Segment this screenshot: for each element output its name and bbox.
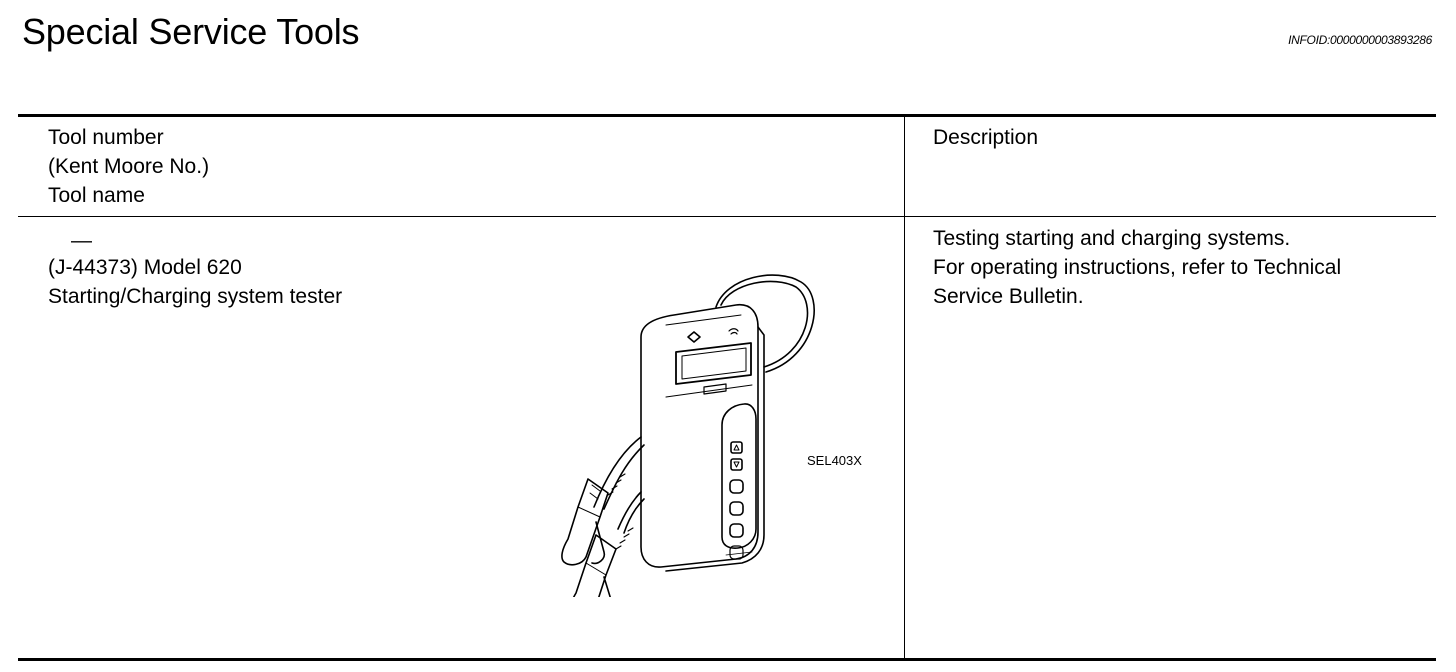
row-divider xyxy=(18,216,1436,217)
tool-number: — xyxy=(71,229,92,252)
description-line-1: Testing starting and charging systems. xyxy=(933,227,1291,250)
header-tool-name: Tool name xyxy=(48,184,145,207)
table-row-tool-cell: — (J-44373) Model 620 Starting/Charging … xyxy=(48,224,342,311)
battery-tester-illustration-icon xyxy=(561,274,815,597)
description-line-3: Service Bulletin. xyxy=(933,285,1084,308)
special-service-tools-table: Tool number (Kent Moore No.) Tool name D… xyxy=(18,114,1436,661)
header-tool-number: Tool number xyxy=(48,126,164,149)
description-line-2: For operating instructions, refer to Tec… xyxy=(933,256,1342,279)
header-description: Description xyxy=(933,126,1039,149)
header-description-column: Description xyxy=(933,123,1038,152)
table-row-description-cell: Testing starting and charging systems. F… xyxy=(933,224,1341,311)
figure-label: SEL403X xyxy=(807,453,862,468)
kent-moore-number: (J-44373) Model 620 xyxy=(48,256,242,279)
tool-number-line: — xyxy=(48,224,342,253)
tool-name: Starting/Charging system tester xyxy=(48,285,343,308)
page-title: Special Service Tools xyxy=(22,11,360,52)
header-kent-moore-no: (Kent Moore No.) xyxy=(48,155,210,178)
column-divider xyxy=(904,117,905,658)
header-tool-column: Tool number (Kent Moore No.) Tool name xyxy=(48,123,209,210)
info-id: INFOID:0000000003893286 xyxy=(1288,33,1432,47)
